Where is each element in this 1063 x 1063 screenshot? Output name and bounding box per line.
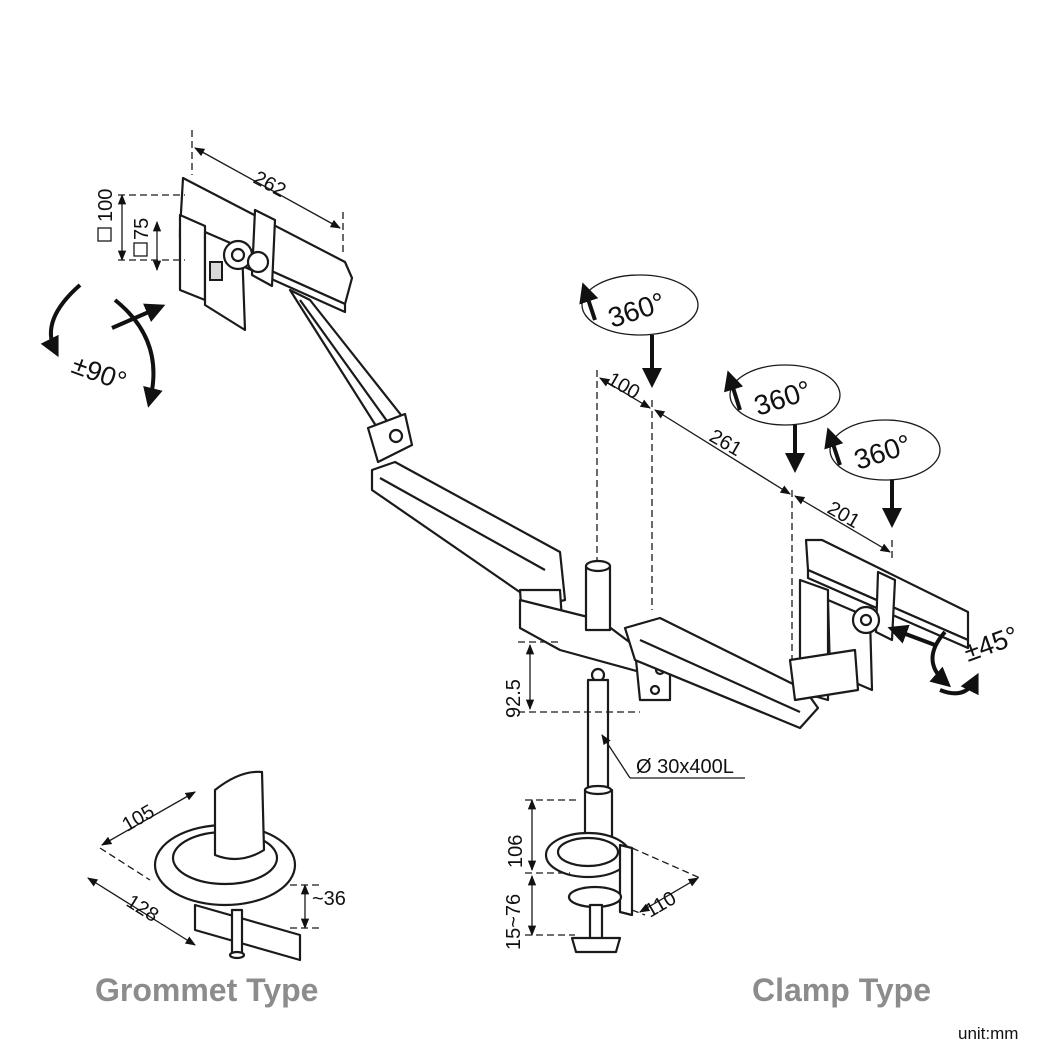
dim-grommet (87, 791, 320, 946)
dim-text-vesa-100: 100 (95, 189, 117, 222)
dim-left-arm-width (191, 130, 344, 255)
pan-text: ±45° (960, 620, 1023, 667)
swivel-text-1: 360° (604, 286, 669, 333)
dim-arm-spans (596, 370, 893, 660)
swivel-text-3: 360° (850, 428, 915, 475)
right-lower-arm (623, 616, 820, 730)
left-lower-arm (370, 460, 567, 622)
dim-text-vesa-75: 75 (131, 218, 153, 240)
dim-pole-leader (601, 734, 745, 779)
left-monitor-bracket (178, 176, 354, 332)
dim-text-106: 106 (505, 835, 527, 868)
pan-indicator (887, 624, 979, 696)
clamp-type-label: Clamp Type (752, 972, 931, 1008)
dim-text-261: 261 (706, 425, 746, 461)
swivel-indicator-3 (824, 419, 941, 528)
dim-text-105: 105 (119, 801, 159, 837)
swivel-text-2: 360° (750, 374, 815, 421)
dim-text-92-5: 92.5 (503, 679, 525, 718)
dim-text-201: 201 (824, 497, 864, 533)
dim-text-pole: Ø 30x400L (636, 756, 734, 778)
left-upper-arm (288, 288, 414, 464)
tilt-text: ±90° (68, 349, 131, 396)
dim-height-offset (518, 641, 640, 713)
swivel-indicator-2 (724, 364, 841, 473)
swivel-indicator-1 (579, 274, 699, 388)
dim-vesa (97, 193, 185, 272)
grommet-type-label: Grommet Type (95, 972, 319, 1008)
unit-label: unit:mm (958, 1024, 1019, 1043)
right-monitor-bracket (788, 538, 970, 702)
dim-text-100: 100 (604, 368, 644, 404)
tilt-indicator (40, 283, 166, 408)
dim-text-36: ~36 (312, 888, 346, 910)
dim-text-15-76: 15~76 (503, 894, 525, 950)
grommet-base (153, 770, 302, 962)
clamp-base (544, 784, 634, 954)
dim-clamp (525, 798, 701, 937)
